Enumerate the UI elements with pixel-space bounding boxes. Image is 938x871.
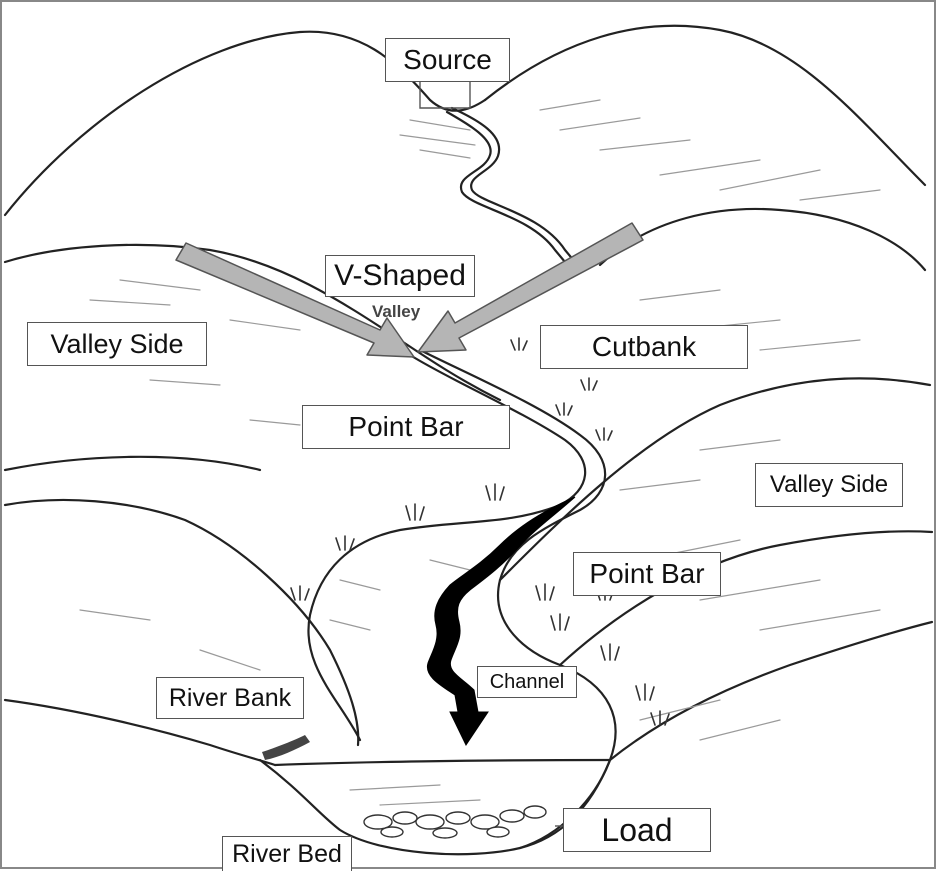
far-hill-right xyxy=(485,26,925,185)
source-stream-right xyxy=(452,108,575,262)
valley-side-left-label: Valley Side xyxy=(27,322,207,366)
leader-lines xyxy=(420,82,563,826)
point-bar-upper-label: Point Bar xyxy=(302,405,510,449)
source-label: Source xyxy=(385,38,510,82)
ridge-right-back xyxy=(600,209,925,270)
right-foreground-hill xyxy=(610,622,932,760)
v-shaped-label: V-Shaped xyxy=(325,255,475,297)
water-surface-line xyxy=(275,760,610,765)
load-label: Load xyxy=(563,808,711,852)
point-bar-lower-label: Point Bar xyxy=(573,552,721,596)
valley-small-label: Valley xyxy=(372,303,420,320)
channel-label: Channel xyxy=(477,666,577,698)
load-stones xyxy=(364,806,546,838)
valley-side-right-label: Valley Side xyxy=(755,463,903,507)
source-stream-left xyxy=(447,112,565,262)
river-bed-label: River Bed xyxy=(222,836,352,871)
left-inner-slope xyxy=(5,457,260,470)
river-bank-label: River Bank xyxy=(156,677,304,719)
cutbank-label: Cutbank xyxy=(540,325,748,369)
river-bank-stones xyxy=(262,735,310,760)
